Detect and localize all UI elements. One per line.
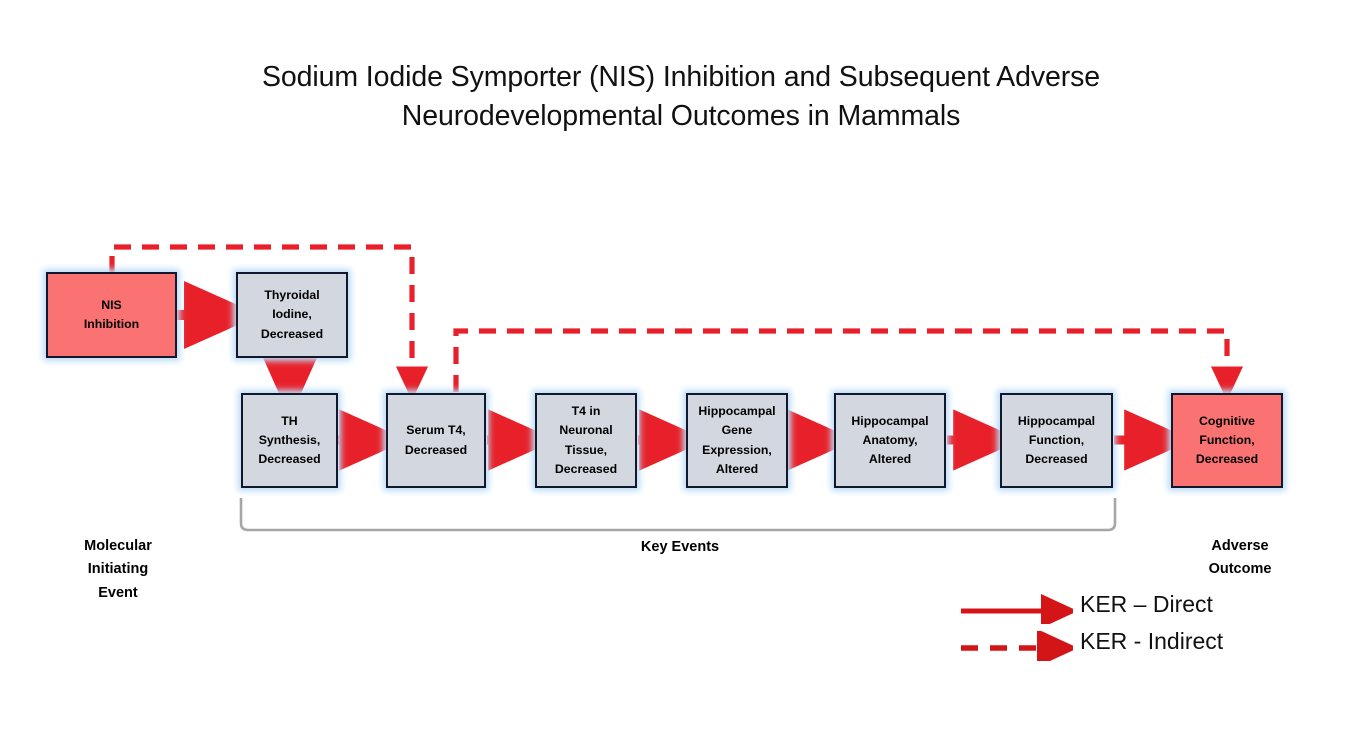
node-serum-t4[interactable]: Serum T4,Decreased [386,393,486,488]
node-label: Serum T4,Decreased [404,423,468,457]
page-title: Sodium Iodide Symporter (NIS) Inhibition… [261,61,1101,133]
legend: KER – Direct KER - Indirect [955,591,1285,672]
key-events-bracket [239,498,1117,532]
ker-direct-arrow-icon [961,594,1073,624]
ker-indirect-arrow-icon [961,631,1073,661]
legend-row-indirect: KER - Indirect [955,628,1285,666]
legend-label-direct: KER – Direct [1080,591,1213,617]
edge-indirect-serum-t4-to-cognitive [453,328,1244,401]
legend-row-direct: KER – Direct [955,591,1285,629]
legend-label-indirect: KER - Indirect [1080,628,1224,654]
label-key-events: Key Events [640,539,720,555]
